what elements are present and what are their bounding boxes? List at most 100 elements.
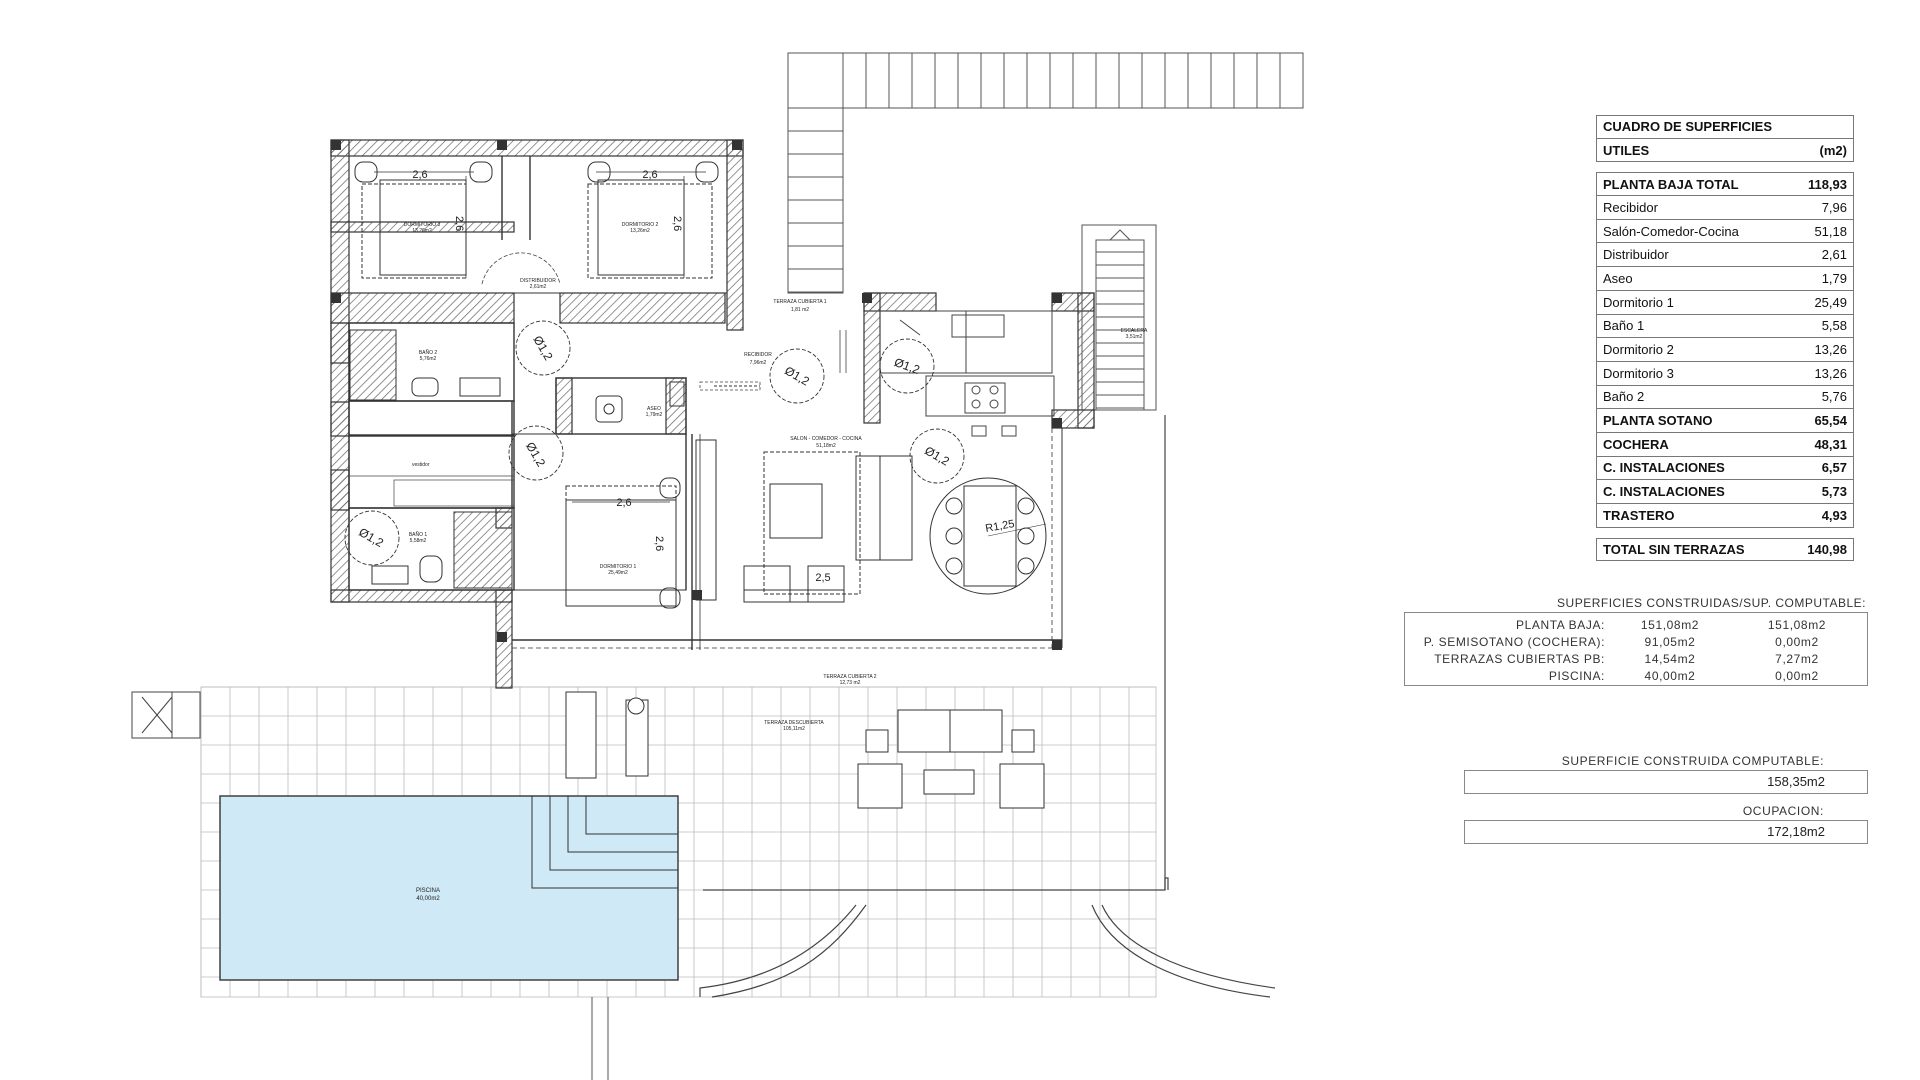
built-row-built: 151,08m2 xyxy=(1640,617,1700,632)
table-row-value: 6,57 xyxy=(1821,460,1847,476)
built-title: SUPERFICIES CONSTRUIDAS/SUP. COMPUTABLE: xyxy=(1557,596,1866,610)
dining-radius: R1,25 xyxy=(984,518,1015,535)
bedroom-2-dim-v: 2,6 xyxy=(671,216,683,231)
table-row: Dormitorio 2 13,26 xyxy=(1596,338,1854,362)
terraza-2-area: 12,73 m2 xyxy=(840,680,861,686)
bedroom-1 xyxy=(565,477,681,609)
table-row-value: 5,73 xyxy=(1821,484,1847,500)
pool-area: 40,00m2 xyxy=(416,896,440,902)
bedroom-3-dim-v: 2,6 xyxy=(453,216,465,231)
technical-box xyxy=(131,691,201,739)
table-row-value: 65,54 xyxy=(1814,413,1847,429)
bedroom-1-dim-v: 2,6 xyxy=(653,536,665,551)
terraza-1-area: 1,81 m2 xyxy=(791,307,809,313)
svg-text:Ø1,2: Ø1,2 xyxy=(523,440,548,470)
table-row-label: Dormitorio 3 xyxy=(1603,365,1674,381)
bedroom-2-area: 13,26m2 xyxy=(630,228,650,234)
table-row-value: 13,26 xyxy=(1814,365,1847,381)
terraza-desc-area: 105,11m2 xyxy=(783,726,805,732)
bedroom-2-dim: 2,6 xyxy=(642,169,657,181)
terraza-2-label: TERRAZA CUBIERTA 2 xyxy=(823,674,876,680)
built-row-built: 40,00m2 xyxy=(1644,668,1696,683)
bedroom-3 xyxy=(354,161,493,279)
living-furniture xyxy=(669,381,1047,603)
table-row-value: 4,93 xyxy=(1821,507,1847,523)
svg-text:Ø1,2: Ø1,2 xyxy=(892,355,922,377)
built-row: PISCINA: 40,00m2 0,00m2 xyxy=(1405,667,1867,684)
bedroom-3-area: 13,26m2 xyxy=(412,228,432,234)
built-surfaces: SUPERFICIES CONSTRUIDAS/SUP. COMPUTABLE:… xyxy=(1404,596,1868,686)
entrance-door xyxy=(699,330,847,391)
bathroom-1 xyxy=(371,511,513,589)
table-row-label: Dormitorio 2 xyxy=(1603,342,1674,358)
built-row-label: TERRAZAS CUBIERTAS PB: xyxy=(1434,651,1605,666)
table-row-value: 13,26 xyxy=(1814,342,1847,358)
built-row-computable: 7,27m2 xyxy=(1775,651,1819,666)
aseo xyxy=(595,395,623,423)
kitchen xyxy=(879,310,1055,437)
upper-stair xyxy=(787,52,1304,294)
terraza-1-label: TERRAZA CUBIERTA 1 xyxy=(773,299,826,305)
bano-2-area: 5,76m2 xyxy=(420,356,437,362)
bano-1-area: 5,58m2 xyxy=(410,538,427,544)
built-row-label: PISCINA: xyxy=(1548,668,1605,683)
table-row-value: 25,49 xyxy=(1814,294,1847,310)
unit-label: (m2) xyxy=(1819,142,1847,158)
pool-label: PISCINA xyxy=(416,888,440,894)
bano-1-label: BAÑO 1 xyxy=(409,531,428,538)
table-row-label: Recibidor xyxy=(1603,199,1658,215)
terraza-desc-label: TERRAZA DESCUBIERTA xyxy=(764,720,824,726)
table-row-label: C. INSTALACIONES xyxy=(1603,484,1725,500)
built-row-computable: 151,08m2 xyxy=(1767,617,1827,632)
table-row: C. INSTALACIONES 5,73 xyxy=(1596,480,1854,504)
svg-text:Ø1,2: Ø1,2 xyxy=(356,525,386,550)
bathroom-2 xyxy=(349,329,501,401)
total-label: TOTAL SIN TERRAZAS xyxy=(1603,542,1745,558)
built-row: TERRAZAS CUBIERTAS PB: 14,54m2 7,27m2 xyxy=(1405,650,1867,667)
table-row-value: 51,18 xyxy=(1814,223,1847,239)
wall-corners xyxy=(331,140,1062,650)
table-utiles-row: UTILES (m2) xyxy=(1596,138,1854,163)
computable-value: 158,35m2 xyxy=(1464,770,1868,794)
dormitorio-1-label: DORMITORIO 1 xyxy=(600,564,637,570)
salon-area: 51,18m2 xyxy=(816,443,836,449)
bedroom-2 xyxy=(587,161,719,279)
table-row: Dormitorio 3 13,26 xyxy=(1596,361,1854,386)
table-row-label: Baño 1 xyxy=(1603,318,1645,334)
built-row-computable: 0,00m2 xyxy=(1775,668,1819,683)
table-row-label: Distribuidor xyxy=(1603,247,1669,263)
table-row-value: 5,76 xyxy=(1821,389,1847,405)
surface-table: CUADRO DE SUPERFICIES UTILES (m2) PLANTA… xyxy=(1596,115,1854,562)
table-row-label: Salón-Comedor-Cocina xyxy=(1603,223,1739,239)
bedroom-2-label: DORMITORIO 2 xyxy=(622,222,659,228)
table-row-value: 118,93 xyxy=(1807,176,1847,192)
aseo-area: 1,79m2 xyxy=(646,412,663,418)
utiles-label: UTILES xyxy=(1603,142,1650,158)
escalera-label: ESCALERA xyxy=(1121,328,1148,334)
built-row-built: 91,05m2 xyxy=(1644,634,1696,649)
right-stair xyxy=(1081,224,1157,411)
ocupacion-label: OCUPACION: xyxy=(1742,804,1824,818)
distribuidor-area: 2,61m2 xyxy=(530,284,547,290)
dormitorio-1-area: 25,49m2 xyxy=(608,570,628,576)
svg-text:Ø1,2: Ø1,2 xyxy=(530,333,555,363)
recibidor-area: 7,96m2 xyxy=(750,360,767,366)
pool-walkway xyxy=(591,997,609,1080)
table-total-row: TOTAL SIN TERRAZAS 140,98 xyxy=(1596,537,1854,562)
vestidor-label: vestidor xyxy=(412,462,430,468)
garden-curves xyxy=(699,415,1276,998)
distribuidor-label: DISTRIBUIDOR xyxy=(520,278,556,284)
escalera-area: 3,51m2 xyxy=(1126,334,1143,340)
built-row-built: 14,54m2 xyxy=(1644,651,1696,666)
table-row-value: 1,79 xyxy=(1821,270,1847,286)
svg-text:Ø1,2: Ø1,2 xyxy=(782,363,812,388)
